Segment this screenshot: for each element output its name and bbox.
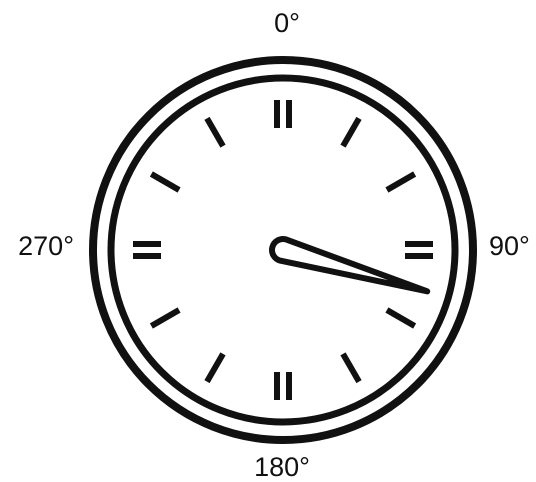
tick-240 bbox=[151, 310, 179, 326]
label-180-degrees: 180° bbox=[254, 452, 310, 482]
tick-120 bbox=[387, 310, 415, 326]
tick-150 bbox=[343, 354, 359, 382]
tick-60 bbox=[387, 174, 415, 190]
label-90-degrees: 90° bbox=[489, 231, 530, 261]
tick-300 bbox=[151, 174, 179, 190]
label-270-degrees: 270° bbox=[18, 231, 74, 261]
pointer-needle bbox=[272, 239, 427, 291]
tick-30 bbox=[343, 118, 359, 146]
tick-210 bbox=[207, 354, 223, 382]
label-0-degrees: 0° bbox=[274, 8, 300, 38]
tick-330 bbox=[207, 118, 223, 146]
